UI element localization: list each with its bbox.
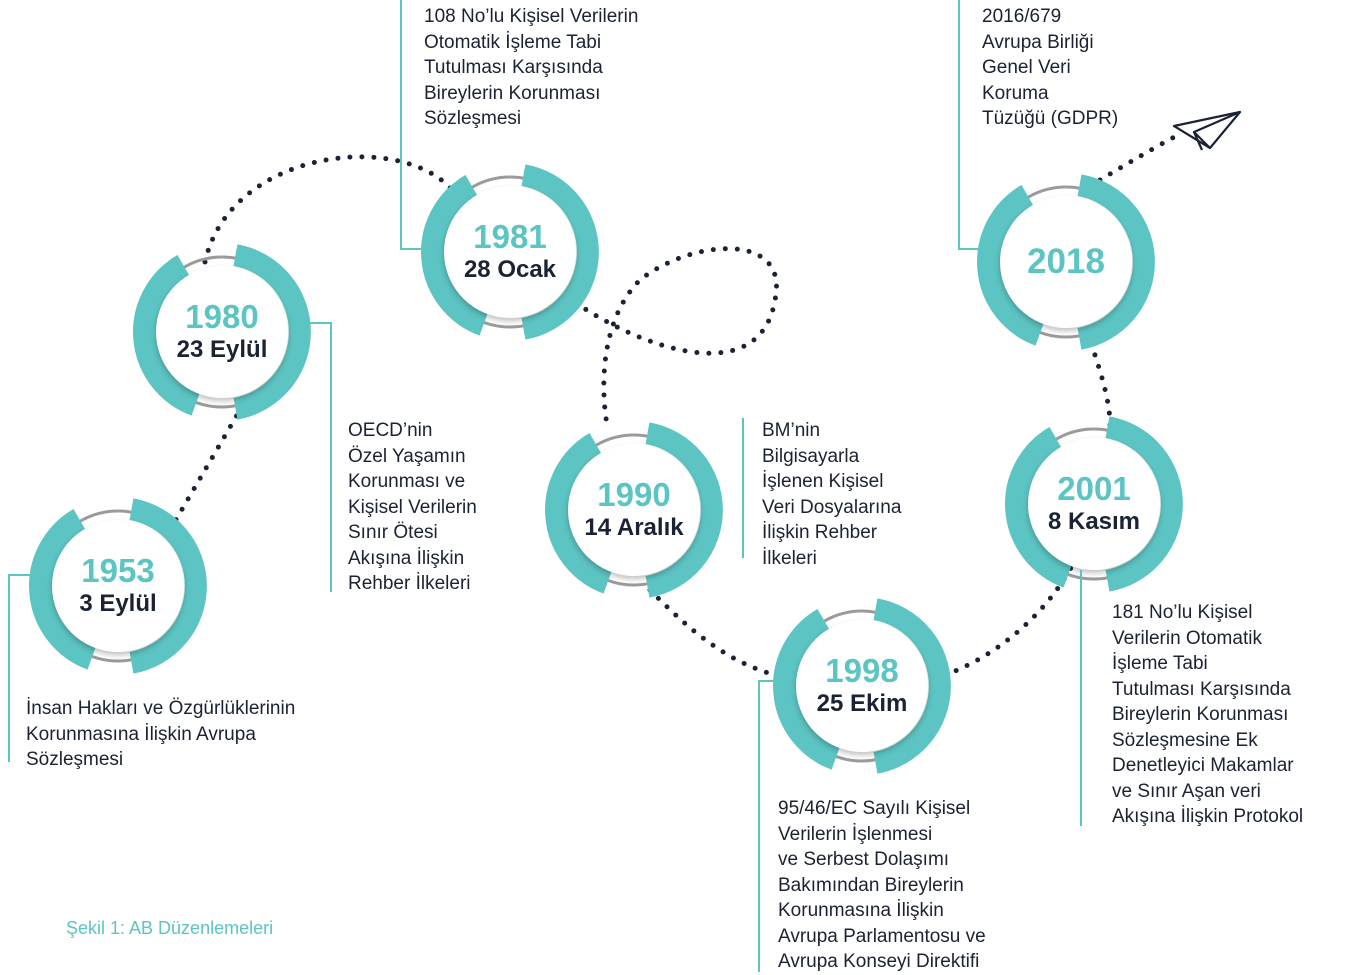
ring-arc-right [873,598,951,774]
milestone-1980: 1980 23 Eylül [132,242,312,422]
milestone-circle: 1980 23 Eylül [156,266,288,398]
milestone-year: 2001 [1057,470,1131,507]
ring-icon [29,498,207,674]
milestone-date: 8 Kasım [1047,508,1141,535]
bracket-1980 [306,322,332,592]
ring-icon [773,598,951,774]
milestone-year: 1998 [825,652,899,689]
milestone-date: 3 Eylül [79,590,157,617]
description-2018: 2016/679 Avrupa Birliği Genel Veri Korum… [982,6,1119,129]
milestone-1953: 1953 3 Eylül [28,496,208,676]
milestone-2018: 2018 [976,172,1156,352]
ring-arc-right [645,422,723,598]
description-1981: 108 No’lu Kişisel Verilerin Otomatik İşl… [424,6,639,129]
description-1953: İnsan Hakları ve Özgürlüklerinin Korunma… [26,698,296,770]
milestone-year: 1980 [185,298,259,335]
milestone-1981: 1981 28 Ocak [420,162,600,342]
description-1980: OECD’nin Özel Yaşamın Korunması ve Kişis… [348,420,477,594]
path-2001-2018 [1087,337,1113,428]
milestone-year: 1981 [473,218,547,255]
ring-icon [545,422,723,598]
milestone-circle: 1981 28 Ocak [444,186,576,318]
ring-arc-right [1077,174,1155,350]
ring-arc-right [1105,416,1183,592]
milestone-year: 1990 [597,476,671,513]
milestone-date: 14 Aralık [584,514,684,541]
ring-icon [977,174,1155,350]
milestone-circle: 1998 25 Ekim [796,620,928,752]
ring-arc-right [521,164,599,340]
bracket-1990 [718,418,744,558]
milestone-2001: 2001 8 Kasım [1004,414,1184,594]
bracket-1981 [400,0,432,250]
description-1998: 95/46/EC Sayılı Kişisel Verilerin İşlenm… [778,798,986,972]
ring-arc-left [29,508,97,670]
milestone-circle: 1990 14 Aralık [568,444,700,576]
milestone-1990: 1990 14 Aralık [544,420,724,600]
description-2001: 181 No’lu Kişisel Verilerin Otomatik İşl… [1112,602,1304,827]
bracket-1953 [8,574,36,762]
milestone-circle: 1953 3 Eylül [52,520,184,652]
milestone-year: 2018 [1027,242,1105,281]
ring-arc-right [129,498,207,674]
ring-icon [1005,416,1183,592]
ring-arc-left [133,254,201,416]
milestone-year: 1953 [81,552,155,589]
paper-plane-icon [1172,110,1242,151]
bracket-2001 [1080,570,1092,826]
ring-arc-left [421,174,489,336]
figure-caption: Şekil 1: AB Düzenlemeleri [66,918,274,938]
path-1990-1998 [647,587,778,678]
ring-arc-left [977,184,1045,346]
bracket-1998 [758,680,784,972]
milestone-date: 25 Ekim [816,690,908,717]
bracket-2018 [958,0,984,250]
ring-arc-right [233,244,311,420]
ring-arc-left [1005,426,1073,588]
description-1990: BM’nin Bilgisayarla İşlenen Kişisel Veri… [762,420,902,569]
ring-arc-left [545,432,613,594]
milestone-circle: 2001 8 Kasım [1028,438,1160,570]
milestone-1998: 1998 25 Ekim [772,596,952,776]
ring-arc-left [773,608,841,770]
milestone-date: 28 Ocak [463,256,557,283]
path-1953-1980 [167,407,243,533]
ring-icon [133,244,311,420]
ring-icon [421,164,599,340]
milestone-date: 23 Eylül [176,336,268,363]
milestone-circle: 2018 [1000,196,1132,328]
